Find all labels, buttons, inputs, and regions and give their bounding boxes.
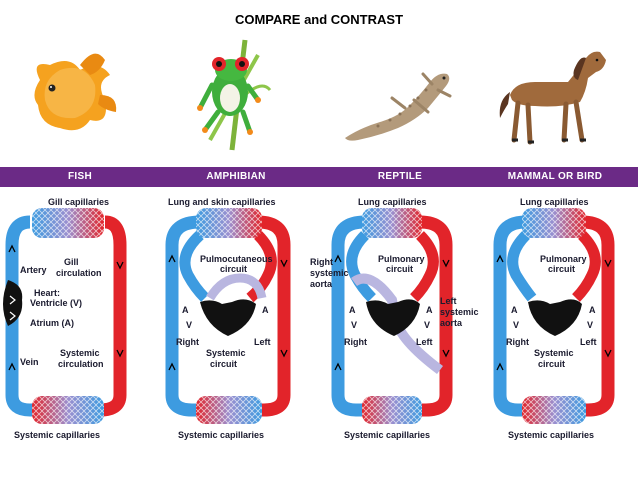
mammal-label-left: Left (580, 337, 597, 347)
reptile-label-right-aorta-1: Right (310, 257, 333, 267)
lizard-image (345, 72, 452, 141)
mammal-label-systemic-1: Systemic (534, 348, 574, 358)
mammal-label-v-left: V (513, 320, 519, 330)
fish-label-vein: Vein (20, 357, 39, 367)
reptile-top-caption: Lung capillaries (358, 197, 427, 207)
reptile-label-circuit-2: circuit (386, 264, 413, 274)
mammal-label-v-right: V (587, 320, 593, 330)
reptile-label-circuit-1: Pulmonary (378, 254, 425, 264)
mammal-label-right: Right (506, 337, 529, 347)
fish-label-systemic-1: Systemic (60, 348, 100, 358)
amphibian-label-left: Left (254, 337, 271, 347)
amphibian-label-circuit-2: circuit (220, 264, 247, 274)
fish-label-gill-2: circulation (56, 268, 102, 278)
reptile-label-right-aorta-2: systemic (310, 268, 349, 278)
reptile-label-a-left: A (349, 305, 356, 315)
fish-bottom-caption: Systemic capillaries (14, 430, 100, 440)
fish-label-gill-1: Gill (64, 257, 79, 267)
reptile-diagram: Lung capillaries Pulmonary circuit Right… (310, 197, 479, 440)
fish-label-atrium: Atrium (A) (30, 318, 74, 328)
reptile-label-left-aorta-3: aorta (440, 318, 463, 328)
reptile-label-left-aorta-2: systemic (440, 307, 479, 317)
mammal-label-systemic-2: circuit (538, 359, 565, 369)
reptile-label-v-right: V (424, 320, 430, 330)
fish-top-caption: Gill capillaries (48, 197, 109, 207)
mammal-top-caption: Lung capillaries (520, 197, 589, 207)
fish-label-artery: Artery (20, 265, 47, 275)
header-fish: FISH (68, 171, 92, 182)
reptile-label-left-aorta-1: Left (440, 296, 457, 306)
fish-label-ventricle: Ventricle (V) (30, 298, 82, 308)
mammal-bottom-caption: Systemic capillaries (508, 430, 594, 440)
mammal-label-a-left: A (511, 305, 518, 315)
amphibian-bottom-caption: Systemic capillaries (178, 430, 264, 440)
mammal-bird-diagram: Lung capillaries Pulmonary circuit A A V… (493, 197, 615, 440)
amphibian-label-systemic-1: Systemic (206, 348, 246, 358)
amphibian-label-v: V (186, 320, 192, 330)
fish-label-heart: Heart: (34, 288, 60, 298)
reptile-label-v-left: V (351, 320, 357, 330)
reptile-label-left: Left (416, 337, 433, 347)
reptile-label-right: Right (344, 337, 367, 347)
amphibian-label-a-right: A (262, 305, 269, 315)
goldfish-image (34, 53, 117, 131)
amphibian-label-right: Right (176, 337, 199, 347)
header-banner (0, 167, 638, 187)
header-reptile: REPTILE (377, 171, 423, 182)
reptile-label-right-aorta-3: aorta (310, 279, 333, 289)
horse-image (499, 51, 606, 145)
amphibian-label-circuit-1: Pulmocutaneous (200, 254, 273, 264)
header-amphibian: AMPHIBIAN (206, 171, 266, 182)
reptile-bottom-caption: Systemic capillaries (344, 430, 430, 440)
header-mammal-bird: MAMMAL OR BIRD (507, 171, 603, 182)
mammal-label-circuit-2: circuit (548, 264, 575, 274)
tree-frog-image (197, 39, 272, 151)
reptile-label-a-right: A (426, 305, 433, 315)
mammal-label-a-right: A (589, 305, 596, 315)
amphibian-top-caption: Lung and skin capillaries (168, 197, 276, 207)
amphibian-diagram: Lung and skin capillaries Pulmocutaneous… (165, 197, 291, 440)
amphibian-label-a-left: A (182, 305, 189, 315)
fish-diagram: Gill capillaries Artery Gill circulation… (3, 197, 127, 440)
amphibian-label-systemic-2: circuit (210, 359, 237, 369)
page-title: COMPARE and CONTRAST (234, 12, 404, 27)
fish-label-systemic-2: circulation (58, 359, 104, 369)
mammal-label-circuit-1: Pulmonary (540, 254, 587, 264)
